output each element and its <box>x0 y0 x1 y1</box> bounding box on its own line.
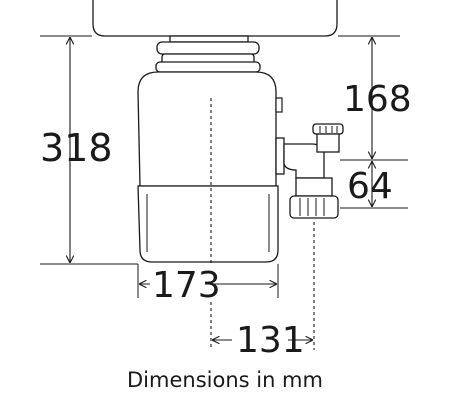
extension-lines <box>40 35 408 298</box>
dim-label-318: 318 <box>40 126 113 170</box>
grinding-chamber <box>137 185 279 263</box>
side-button <box>275 97 283 113</box>
dim-label-64: 64 <box>347 166 393 207</box>
dim-label-131: 131 <box>236 320 305 361</box>
sink-outline <box>92 0 338 37</box>
dim-label-173: 173 <box>152 265 221 306</box>
housing-body <box>137 71 277 187</box>
diagram-caption: Dimensions in mm <box>127 368 323 392</box>
discharge-outlet <box>275 123 344 219</box>
mounting-collar <box>155 35 261 73</box>
dim-label-168: 168 <box>343 79 412 120</box>
